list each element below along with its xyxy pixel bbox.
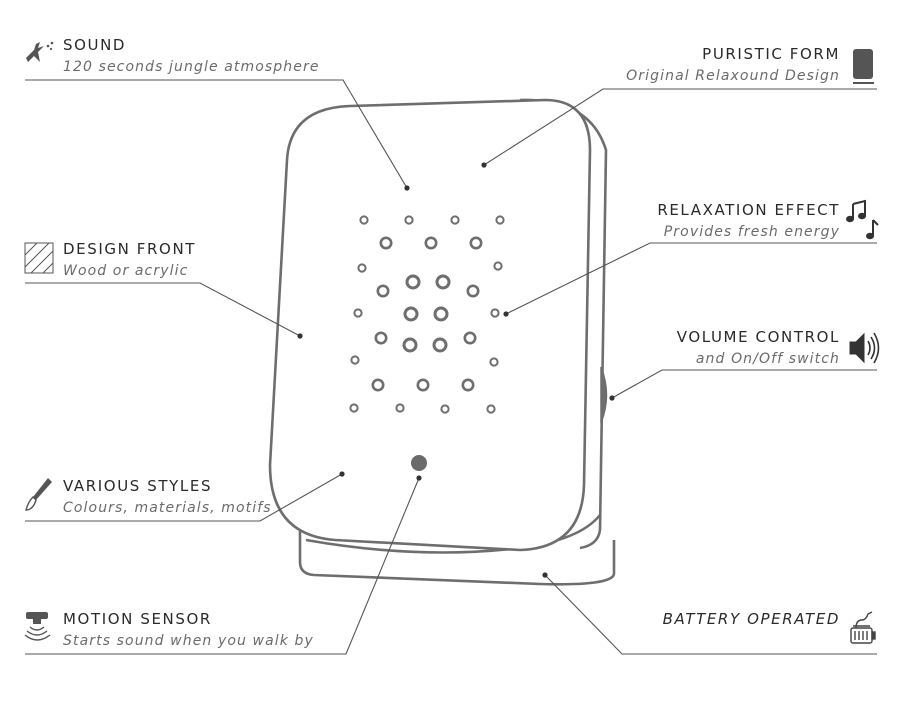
- callout-battery-title: BATTERY OPERATED: [662, 610, 840, 628]
- callout-motion-title: MOTION SENSOR: [63, 610, 212, 628]
- callout-puristic-subtitle: Original Relaxound Design: [626, 68, 840, 84]
- callout-sound-title: SOUND: [63, 36, 127, 54]
- callout-relax: RELAXATION EFFECT Provides fresh energy: [657, 201, 840, 241]
- callout-styles-subtitle: Colours, materials, motifs: [63, 500, 272, 516]
- callout-volume-title: VOLUME CONTROL: [676, 328, 840, 346]
- callout-front: DESIGN FRONT Wood or acrylic: [63, 240, 196, 280]
- device-front-panel: [268, 98, 592, 552]
- motion-sensor-icon: [24, 612, 51, 641]
- callout-volume: VOLUME CONTROL and On/Off switch: [677, 328, 840, 368]
- leader-motion: [25, 477, 420, 655]
- callout-puristic: PURISTIC FORM Original Relaxound Design: [626, 45, 840, 85]
- leader-volume: [611, 369, 877, 399]
- leader-puristic: [483, 88, 877, 166]
- callout-styles: VARIOUS STYLES Colours, materials, motif…: [63, 477, 272, 517]
- device-icon: [853, 49, 873, 79]
- callout-sound-subtitle: 120 seconds jungle atmosphere: [63, 59, 320, 75]
- toucan-icon: [26, 41, 54, 62]
- battery-icon: [850, 611, 876, 644]
- device-base: [298, 528, 616, 586]
- speaker-grille: [349, 215, 505, 414]
- volume-wheel: [600, 366, 608, 424]
- callout-relax-title: RELAXATION EFFECT: [657, 201, 840, 219]
- leader-sound: [25, 79, 408, 189]
- callout-front-subtitle: Wood or acrylic: [63, 263, 189, 279]
- speaker-icon: [849, 332, 880, 364]
- callout-sound: SOUND 120 seconds jungle atmosphere: [63, 36, 320, 76]
- callout-motion: MOTION SENSOR Starts sound when you walk…: [63, 610, 314, 650]
- callout-volume-subtitle: and On/Off switch: [695, 351, 840, 367]
- motion-sensor: [411, 455, 427, 471]
- callout-motion-subtitle: Starts sound when you walk by: [63, 633, 314, 649]
- leader-battery: [544, 574, 877, 655]
- callout-front-title: DESIGN FRONT: [63, 240, 197, 258]
- leader-front: [25, 282, 301, 337]
- callout-relax-subtitle: Provides fresh energy: [663, 224, 840, 240]
- callout-styles-title: VARIOUS STYLES: [63, 477, 213, 495]
- music-notes-icon: [846, 199, 879, 240]
- wood-texture-icon: [24, 242, 54, 274]
- leader-relax: [505, 242, 877, 315]
- callout-battery: BATTERY OPERATED: [663, 610, 840, 628]
- callout-puristic-title: PURISTIC FORM: [702, 45, 840, 63]
- leader-styles: [25, 473, 343, 522]
- paintbrush-icon: [25, 478, 52, 511]
